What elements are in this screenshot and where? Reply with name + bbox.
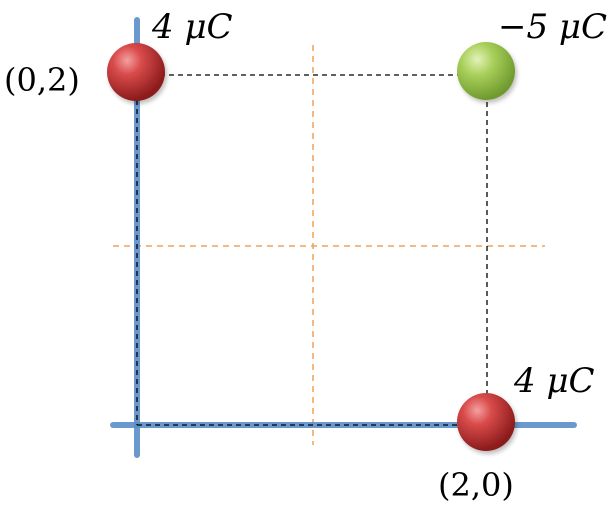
charge-bottom-right-sphere (457, 393, 515, 451)
charge-top-right-label: −5 μC (498, 7, 607, 47)
charge-bottom-right-label: 4 μC (513, 361, 595, 401)
charge-top-left-sphere (107, 43, 165, 101)
charge-top-right-sphere (457, 42, 515, 100)
coord-top-left-label: (0,2) (4, 61, 80, 99)
charge-top-left-label: 4 μC (151, 7, 233, 47)
coord-bottom-right-label: (2,0) (438, 466, 514, 504)
